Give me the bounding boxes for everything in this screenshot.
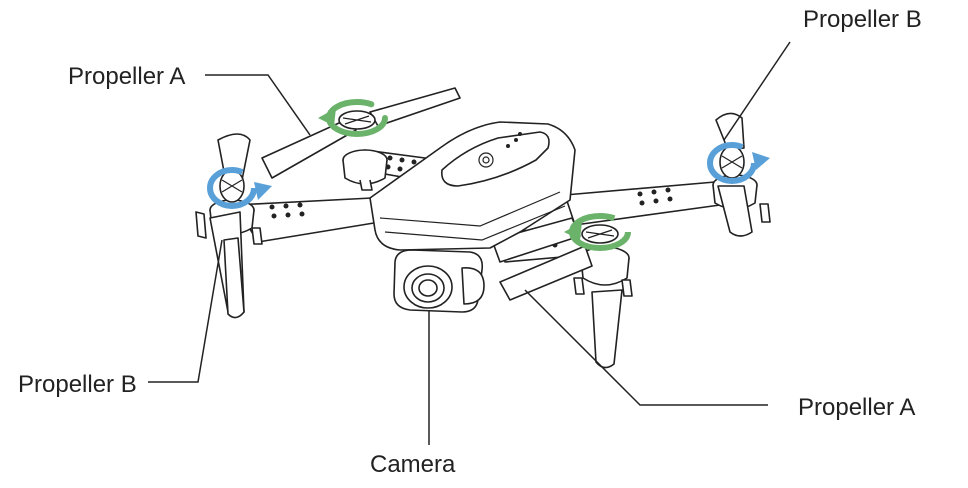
propeller-hub-front-right xyxy=(581,224,619,244)
rotation-arrow-icon xyxy=(707,142,770,184)
drone-body xyxy=(369,121,576,251)
label-camera: Camera xyxy=(370,451,456,478)
rotation-arrow-icon xyxy=(318,99,388,137)
propeller-blade-rear-left xyxy=(261,87,461,179)
rotation-arrow-icon xyxy=(564,213,631,251)
propeller-hub-rear-right xyxy=(719,145,745,179)
propeller-hub-rear-left xyxy=(338,110,376,130)
leader-propeller-a-top-left xyxy=(205,74,311,136)
label-propeller-b-top-right: Propeller B xyxy=(803,6,922,33)
leg-front-left xyxy=(223,237,245,319)
label-propeller-b-bottom-left: Propeller B xyxy=(18,371,137,398)
camera-module xyxy=(393,249,485,313)
leader-propeller-b-bottom-left xyxy=(148,239,223,383)
leader-lines xyxy=(148,41,791,445)
label-propeller-a-bottom-right: Propeller A xyxy=(798,394,915,421)
leader-propeller-a-bottom-right xyxy=(524,289,768,406)
motor-rear-left xyxy=(342,149,388,191)
leader-propeller-b-top-right xyxy=(723,41,791,141)
label-propeller-a-top-left: Propeller A xyxy=(68,63,185,90)
power-button-icon xyxy=(478,152,494,168)
rotation-arrow-icon xyxy=(207,167,272,209)
leg-front-right xyxy=(591,289,623,369)
propeller-hub-front-left xyxy=(219,169,245,203)
